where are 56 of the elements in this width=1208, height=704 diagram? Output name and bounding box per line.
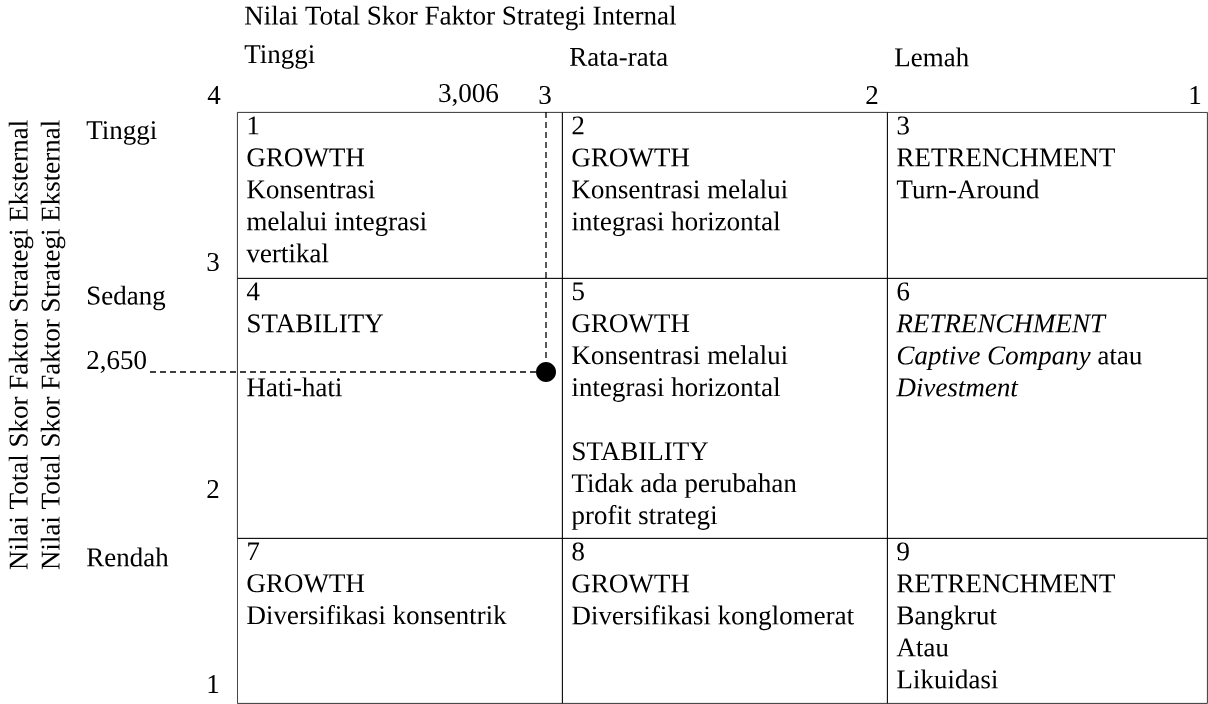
matrix-quadrant bbox=[237, 538, 563, 704]
tick-label: 2 bbox=[207, 480, 219, 498]
strategy-text: Likuidasi bbox=[897, 669, 998, 689]
quadrant-number: 9 bbox=[897, 542, 909, 561]
quadrant-number: 3 bbox=[897, 116, 909, 135]
matrix-quadrant bbox=[237, 112, 563, 279]
strategy-text: Hati-hati bbox=[247, 377, 342, 397]
quadrant-number: 1 bbox=[248, 116, 259, 135]
column-heading: Rata-rata bbox=[570, 48, 668, 66]
strategy-text: GROWTH bbox=[247, 574, 365, 593]
strategy-text: Diversifikasi konsentrik bbox=[247, 605, 507, 625]
strategy-text: RETRENCHMENT bbox=[896, 314, 1107, 333]
strategy-text: RETRENCHMENT bbox=[897, 148, 1115, 167]
strategy-text: STABILITY bbox=[573, 442, 709, 461]
strategy-text: Bangkrut bbox=[897, 605, 997, 631]
strategy-text: STABILITY bbox=[248, 314, 384, 333]
axis-title: Nilai Total Skor Faktor Strategi Internal bbox=[245, 5, 676, 31]
strategy-text: RETRENCHMENT bbox=[897, 574, 1115, 593]
strategy-text: GROWTH bbox=[247, 148, 365, 167]
row-heading: Tinggi bbox=[86, 121, 157, 145]
column-heading: Lemah bbox=[895, 47, 969, 67]
quadrant-number: 7 bbox=[248, 542, 260, 561]
strategy-text: Konsentrasi melalui integrasi horizontal bbox=[571, 179, 788, 237]
tick-label: 3 bbox=[539, 85, 551, 105]
strategy-text: Diversifikasi konglomerat bbox=[572, 605, 854, 631]
tick-label: 4 bbox=[207, 86, 221, 104]
strategy-text: Captive Company atau Divestment bbox=[896, 346, 1142, 397]
matrix-quadrant bbox=[562, 538, 888, 704]
strategy-text: Atau bbox=[896, 638, 949, 657]
strategy-text: GROWTH bbox=[572, 574, 690, 593]
axis-title: Nilai Total Skor Faktor Strategi Eksternal bbox=[40, 120, 66, 570]
strategy-text: Tidak ada perubahan profit strategi bbox=[571, 473, 797, 530]
strategy-text: GROWTH bbox=[572, 314, 690, 333]
matrix-quadrant bbox=[887, 538, 1208, 704]
matrix-quadrant bbox=[237, 278, 563, 539]
quadrant-number: 4 bbox=[246, 282, 260, 301]
tick-label: 3,006 bbox=[439, 83, 498, 107]
matrix-quadrant bbox=[887, 112, 1208, 279]
strategy-text: Turn-Around bbox=[896, 179, 1040, 199]
column-heading: Tinggi bbox=[244, 45, 315, 69]
quadrant-number: 5 bbox=[573, 282, 584, 301]
quadrant-number: 8 bbox=[572, 542, 584, 561]
tick-label: 2 bbox=[866, 86, 878, 104]
row-heading: Sedang bbox=[88, 285, 166, 311]
tick-label: 3 bbox=[207, 252, 219, 272]
row-heading: Rendah bbox=[87, 547, 169, 567]
strategy-text: Konsentrasi melalui integrasi vertikal bbox=[246, 180, 427, 263]
value-label: 2,650 bbox=[87, 350, 146, 374]
strategy-text: GROWTH bbox=[572, 148, 690, 167]
quadrant-number: 2 bbox=[572, 116, 584, 135]
strategy-text: Konsentrasi melalui integrasi horizontal bbox=[571, 345, 788, 402]
matrix-quadrant bbox=[887, 278, 1208, 539]
matrix-quadrant bbox=[562, 112, 888, 279]
axis-title: Nilai Total Skor Faktor Strategi Eksternal bbox=[8, 120, 34, 570]
quadrant-number: 6 bbox=[897, 282, 910, 301]
matrix-quadrant bbox=[562, 278, 888, 539]
